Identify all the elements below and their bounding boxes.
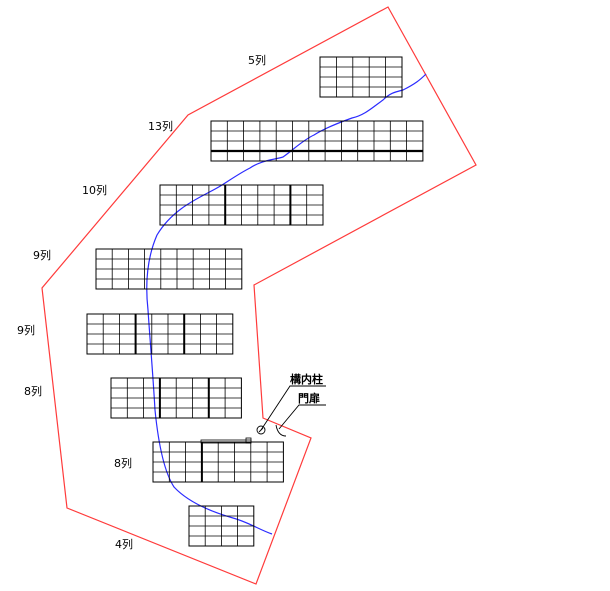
label-row-4: 4列 <box>115 537 133 551</box>
label-row-9b: 9列 <box>17 323 35 337</box>
panel-array-9b <box>86 313 234 355</box>
label-row-8b: 8列 <box>114 456 132 470</box>
cable-route <box>146 73 427 535</box>
panel-array-4 <box>188 505 255 547</box>
gate-symbol <box>275 404 326 437</box>
label-pole: 構内柱 <box>290 372 323 386</box>
label-row-13: 13列 <box>148 119 173 133</box>
label-row-5: 5列 <box>248 53 266 67</box>
panel-array-13 <box>210 120 424 162</box>
array-8b-mount-strip <box>200 437 252 444</box>
pole-symbol <box>256 385 326 435</box>
label-row-9a: 9列 <box>33 248 51 262</box>
label-row-10: 10列 <box>82 183 107 197</box>
panel-array-9a <box>95 248 243 290</box>
label-row-8a: 8列 <box>24 384 42 398</box>
label-gate: 門扉 <box>298 391 320 405</box>
panel-array-8b <box>152 441 284 483</box>
panel-array-5 <box>319 56 403 98</box>
panel-array-8a <box>110 377 242 419</box>
site-boundary <box>41 6 477 585</box>
panel-array-10 <box>159 184 324 226</box>
